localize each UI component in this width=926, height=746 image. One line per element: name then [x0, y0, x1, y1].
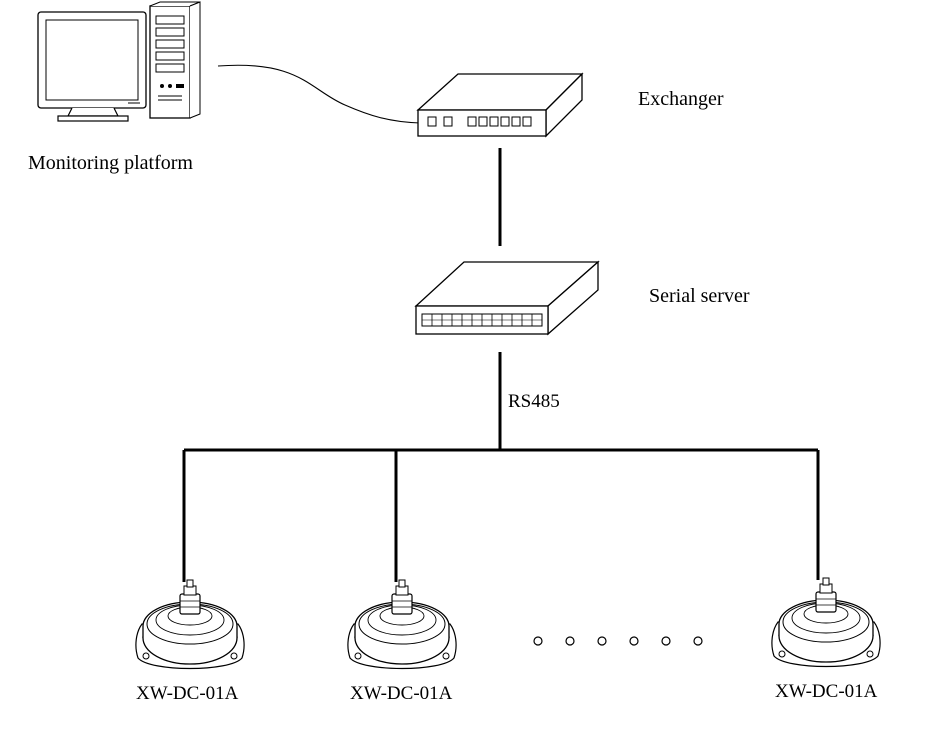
- serial-server-label: Serial server: [649, 285, 750, 307]
- computer-cable: [217, 64, 421, 124]
- exchanger-label: Exchanger: [638, 88, 724, 110]
- sensor-label: XW-DC-01A: [775, 681, 878, 702]
- network-switch-icon: [416, 72, 584, 138]
- rs485-bus: [182, 352, 820, 582]
- rs485-label: RS485: [508, 391, 560, 412]
- sensor-label: XW-DC-01A: [350, 683, 453, 704]
- serial-server-icon: [414, 260, 600, 336]
- desktop-computer-icon: [37, 1, 201, 122]
- settlement-sensor-icon: [135, 579, 245, 670]
- ellipsis-dots: [533, 636, 703, 646]
- settlement-sensor-icon: [771, 577, 881, 668]
- settlement-sensor-icon: [347, 579, 457, 670]
- monitoring-platform-label: Monitoring platform: [28, 152, 193, 174]
- sensor-label: XW-DC-01A: [136, 683, 239, 704]
